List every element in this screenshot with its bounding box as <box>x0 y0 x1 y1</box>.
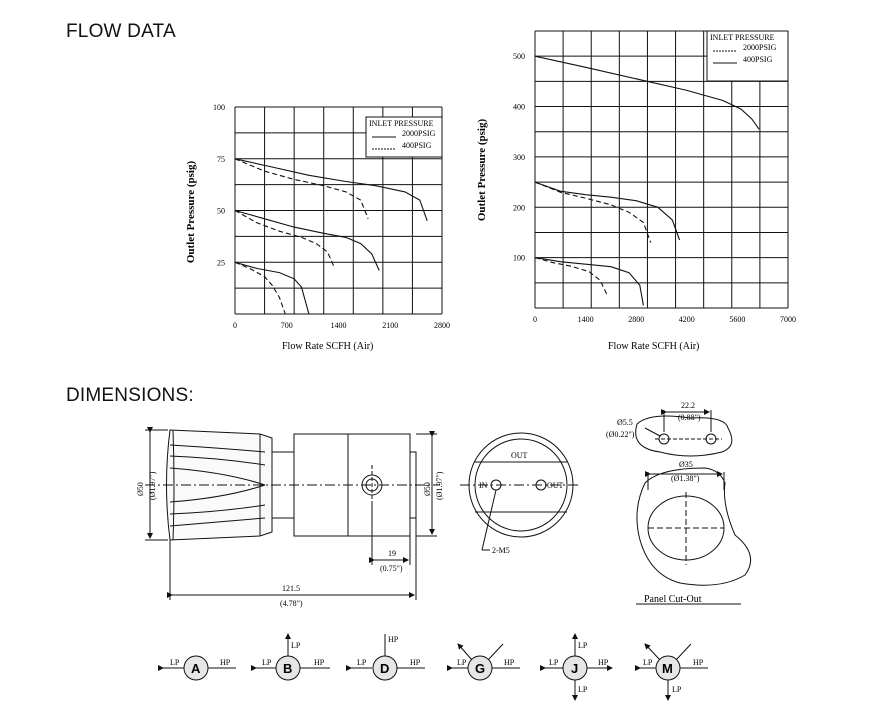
pitch-dim: 22.2 <box>681 401 695 410</box>
x-tick-label: 1400 <box>331 321 347 330</box>
port-B-lp1: LP <box>291 641 301 650</box>
panel-cutout-label: Panel Cut-Out <box>644 594 702 605</box>
port-config-J <box>540 633 613 701</box>
panel-cutout-drawing <box>635 409 752 605</box>
x-tick-label: 5600 <box>729 315 745 324</box>
port-config-B <box>251 633 330 681</box>
series-line-1 <box>234 158 428 221</box>
y-axis-label: Outlet Pressure (psig) <box>476 119 488 222</box>
series-line-2 <box>234 158 369 220</box>
y-tick-label: 100 <box>213 103 225 112</box>
y-tick-label: 500 <box>513 52 525 61</box>
port-G-hp: HP <box>504 658 515 667</box>
y-tick-label: 25 <box>217 258 225 267</box>
dim-d50-right: Ø50 <box>423 482 432 496</box>
x-tick-label: 4200 <box>679 315 695 324</box>
y-tick-label: 50 <box>217 207 225 216</box>
x-tick-label: 700 <box>281 321 293 330</box>
legend-box <box>706 30 789 82</box>
series-line-4 <box>234 210 336 269</box>
legend-entry: 400PSIG <box>402 141 432 150</box>
x-tick-label: 0 <box>233 321 237 330</box>
port-J-hp: HP <box>598 658 609 667</box>
thread-label: 2-M5 <box>492 546 510 555</box>
x-tick-label: 2800 <box>628 315 644 324</box>
dim-121-in: (4.78") <box>280 599 303 608</box>
port-M-lp2: LP <box>672 685 682 694</box>
port-M-hp: HP <box>693 658 704 667</box>
y-tick-label: 200 <box>513 203 525 212</box>
legend-entry: 2000PSIG <box>402 129 436 138</box>
legend-entry: 2000PSIG <box>743 43 777 52</box>
front-port-in: IN <box>479 481 488 490</box>
port-A-hp: HP <box>220 658 231 667</box>
series-line-4 <box>534 257 644 306</box>
dim-19: 19 <box>388 549 396 558</box>
hole-dim: Ø5.5 <box>617 418 633 427</box>
port-J-lp3: LP <box>578 685 588 694</box>
flow-data-heading: FLOW DATA <box>66 21 176 42</box>
dimensions-heading: DIMENSIONS: <box>66 385 194 406</box>
y-tick-label: 300 <box>513 153 525 162</box>
port-letter-G: G <box>475 661 485 676</box>
legend-title: INLET PRESSURE <box>369 119 434 128</box>
series-line-1 <box>534 55 760 130</box>
legend-title: INLET PRESSURE <box>710 33 775 42</box>
y-tick-label: 400 <box>513 103 525 112</box>
port-letter-A: A <box>191 661 201 676</box>
port-letter-J: J <box>571 661 578 676</box>
series-line-3 <box>234 209 380 271</box>
port-D-hp2: HP <box>410 658 421 667</box>
port-J-lp2: LP <box>549 658 559 667</box>
legend-entry: 400PSIG <box>743 55 773 64</box>
port-A-lp: LP <box>170 658 180 667</box>
x-tick-label: 0 <box>533 315 537 324</box>
port-letter-D: D <box>380 661 389 676</box>
x-tick-label: 1400 <box>578 315 594 324</box>
pitch-dim-in: (0.88") <box>678 413 701 422</box>
x-tick-label: 2800 <box>434 321 450 330</box>
y-axis-label: Outlet Pressure (psig) <box>185 161 197 264</box>
dim-d50-right-in: (Ø1.97") <box>435 471 444 500</box>
y-tick-label: 100 <box>513 254 525 263</box>
dim-d50-left: Ø50 <box>136 482 145 496</box>
dim-19-in: (0.75") <box>380 564 403 573</box>
port-B-lp2: LP <box>262 658 272 667</box>
series-line-5 <box>234 261 310 315</box>
front-port-out2: OUT <box>547 481 564 490</box>
x-axis-label: Flow Rate SCFH (Air) <box>282 341 373 352</box>
hole-dim-in: (Ø0.22") <box>606 430 635 439</box>
series-line-5 <box>534 257 608 296</box>
regulator-front-view <box>460 432 580 551</box>
series-line-2 <box>534 181 681 241</box>
port-config-A <box>158 655 236 681</box>
cut-dim-in: (Ø1.38") <box>671 474 700 483</box>
y-tick-label: 75 <box>217 155 225 164</box>
port-letter-B: B <box>283 661 292 676</box>
port-G-lp: LP <box>457 658 467 667</box>
port-J-lp1: LP <box>578 641 588 650</box>
x-tick-label: 2100 <box>382 321 398 330</box>
port-config-D <box>346 634 425 681</box>
port-D-lp: LP <box>357 658 367 667</box>
port-M-lp1: LP <box>643 658 653 667</box>
port-D-hp1: HP <box>388 635 399 644</box>
series-line-3 <box>534 181 652 243</box>
port-letter-M: M <box>662 661 673 676</box>
port-B-hp: HP <box>314 658 325 667</box>
front-port-out: OUT <box>511 451 528 460</box>
x-tick-label: 7000 <box>780 315 796 324</box>
port-config-G <box>447 643 520 681</box>
dim-121: 121.5 <box>282 584 300 593</box>
port-config-M <box>635 643 708 701</box>
dim-d50-left-in: (Ø1.97") <box>148 471 157 500</box>
regulator-side-view <box>145 427 440 600</box>
x-axis-label: Flow Rate SCFH (Air) <box>608 341 699 352</box>
cut-dim: Ø35 <box>679 460 693 469</box>
